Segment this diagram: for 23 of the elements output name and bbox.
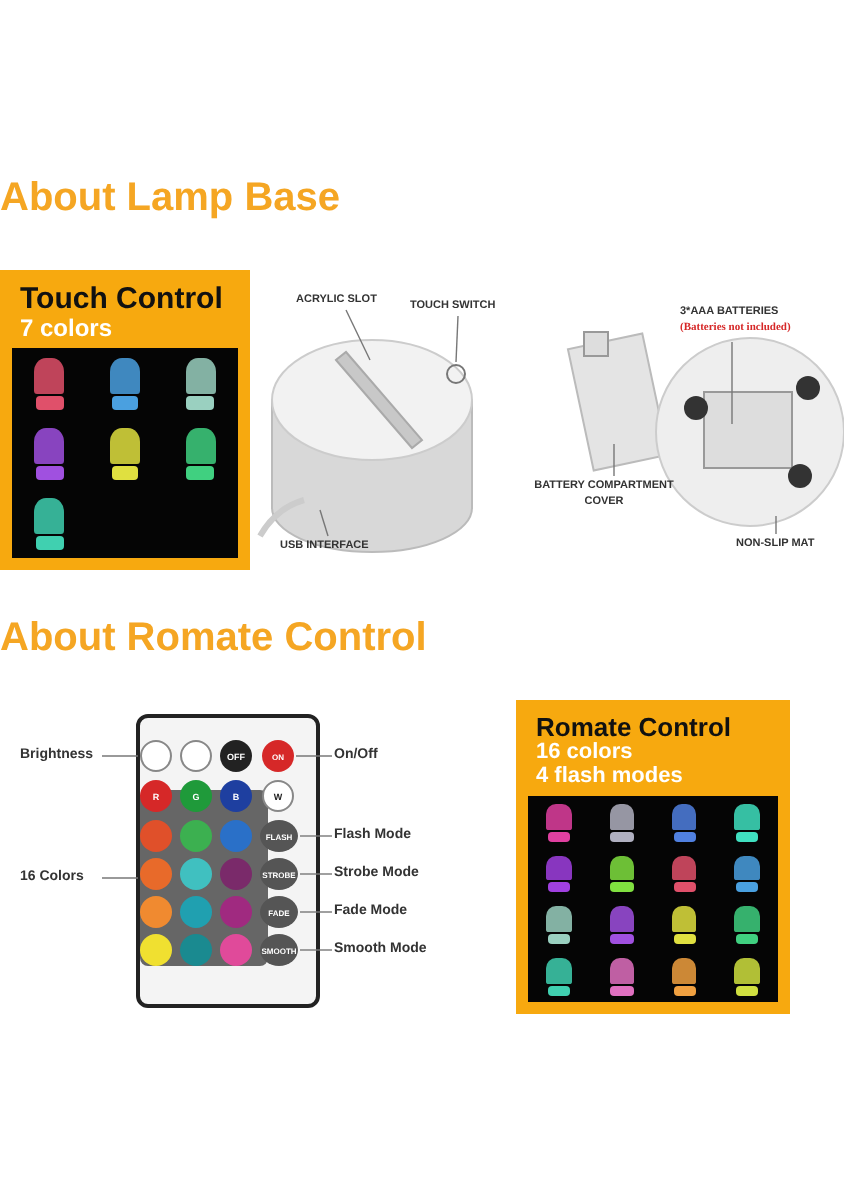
panel-heading: Touch Control bbox=[20, 282, 223, 316]
leader-line bbox=[731, 341, 733, 425]
leader-line bbox=[345, 309, 371, 361]
panel-subheading: 16 colors bbox=[536, 740, 633, 764]
leader-line bbox=[101, 877, 139, 879]
leader-line bbox=[101, 755, 139, 757]
feature-panel bbox=[516, 700, 790, 1014]
leader-line bbox=[299, 835, 333, 837]
leader-line bbox=[613, 443, 615, 477]
touch-switch-icon bbox=[446, 364, 466, 384]
section-heading: About Lamp Base bbox=[0, 176, 341, 222]
leader-line bbox=[299, 949, 333, 951]
leader-line bbox=[295, 755, 333, 757]
leader-line bbox=[319, 509, 329, 537]
leader-line bbox=[299, 911, 333, 913]
section-heading: About Romate Control bbox=[0, 616, 427, 662]
panel-subheading: 4 flash modes bbox=[536, 764, 683, 788]
feature-panel bbox=[0, 270, 250, 570]
leader-line bbox=[455, 315, 459, 363]
leader-line bbox=[775, 515, 777, 535]
leader-line bbox=[299, 873, 333, 875]
panel-heading: Romate Control bbox=[536, 712, 731, 742]
panel-subheading: 7 colors bbox=[20, 314, 113, 342]
